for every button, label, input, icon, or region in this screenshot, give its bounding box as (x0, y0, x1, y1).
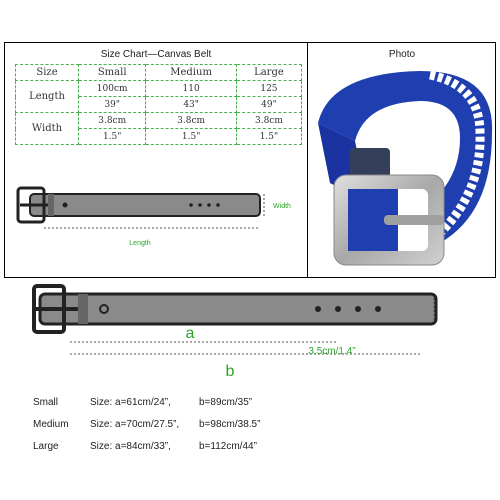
width-row-label: Width (15, 112, 79, 145)
table-cell: 1.5" (235, 128, 303, 145)
table-cell: 3.8cm (235, 112, 303, 129)
small-belt-diagram: Length Width (16, 186, 291, 247)
table-cell: 43" (145, 96, 237, 113)
table-cell: 110 (145, 80, 237, 97)
size-table: Size Small Medium Large Length 100cm 110… (15, 64, 303, 145)
small-belt-hole (62, 202, 68, 208)
main-belt-loop (78, 294, 88, 324)
size-a: Size: a=84cm/33”, (90, 441, 171, 452)
small-belt-hole (207, 203, 211, 207)
size-name: Small (33, 397, 59, 408)
length-row-label: Length (15, 80, 79, 113)
table-header-row: Size Small Medium Large (15, 64, 303, 81)
size-chart-panel: Size Chart—Canvas Belt Photo Size Small … (4, 42, 496, 278)
header-medium: Medium (145, 64, 237, 81)
small-belt-loop (48, 194, 54, 216)
a-label: a (186, 325, 195, 342)
hole-spacing-label: 3.5cm/1.4” (308, 346, 355, 357)
size-b: b=89cm/35” (199, 397, 253, 408)
header-size: Size (15, 64, 79, 81)
table-cell: 3.8cm (77, 112, 147, 129)
table-cell: 3.8cm (145, 112, 237, 129)
belt-photo (318, 70, 493, 266)
table-row: 1.5" 1.5" 1.5" (16, 128, 303, 145)
header-large: Large (235, 64, 303, 81)
table-cell: 49" (235, 96, 303, 113)
size-a: Size: a=61cm/24”, (90, 397, 171, 408)
photo-title: Photo (388, 49, 416, 60)
size-chart-title: Size Chart—Canvas Belt (100, 49, 212, 60)
size-b: b=98cm/38.5” (199, 419, 261, 430)
small-length-label: Length (129, 240, 151, 247)
panel-divider (307, 43, 308, 277)
belt-strap-back (318, 71, 493, 253)
main-belt-hole (335, 306, 341, 312)
main-belt-hole (355, 306, 361, 312)
b-label: b (226, 363, 235, 380)
small-width-label: Width (273, 203, 291, 210)
table-cell: 1.5" (145, 128, 237, 145)
table-row: Width 3.8cm 3.8cm 3.8cm (15, 112, 303, 145)
size-name: Medium (33, 419, 69, 430)
table-cell: 100cm (77, 80, 147, 97)
small-belt-hole (189, 203, 193, 207)
size-a: Size: a=70cm/27.5”, (90, 419, 180, 430)
main-belt-diagram: a 3.5cm/1.4” b (32, 284, 438, 380)
small-belt-hole (198, 203, 202, 207)
main-belt-hole (315, 306, 321, 312)
size-b: b=112cm/44” (199, 441, 257, 452)
table-cell: 39" (77, 96, 147, 113)
main-belt-hole (375, 306, 381, 312)
main-belt-hole (99, 304, 109, 314)
header-small: Small (77, 64, 147, 81)
belt-white-stripe (429, 70, 485, 239)
size-name: Large (33, 441, 59, 452)
buckle-prong (384, 215, 444, 225)
table-row: Length 100cm 110 125 (15, 80, 303, 113)
small-belt-hole (216, 203, 220, 207)
table-cell: 1.5" (77, 128, 147, 145)
table-cell: 125 (235, 80, 303, 97)
